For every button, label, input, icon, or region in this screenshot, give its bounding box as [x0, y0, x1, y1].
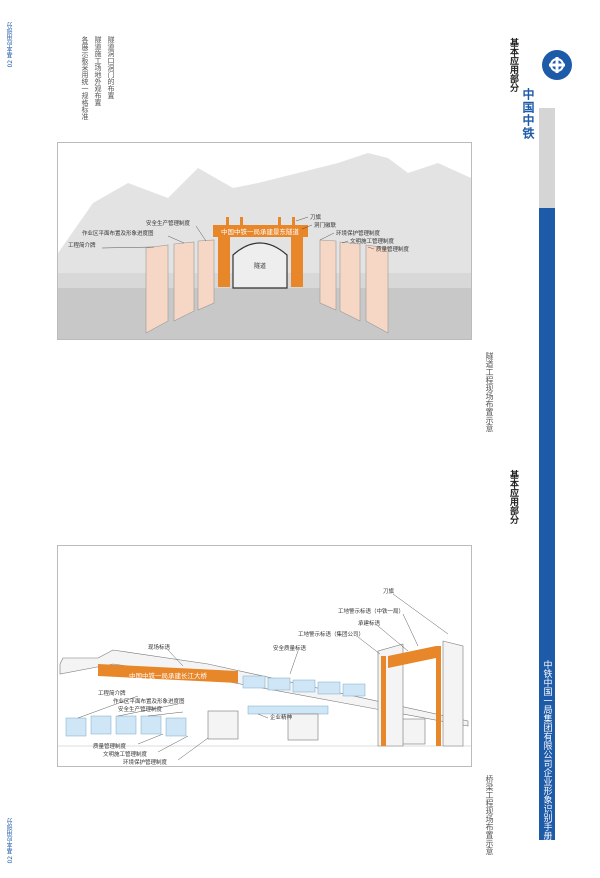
page-edge-top: 02 基本应用部分	[7, 22, 14, 68]
page-edge-bottom: 02 基本应用部分	[7, 818, 14, 864]
tunnel-illustration: 中国中铁一局承建景东隧道 隧道 安全生产管理制度 作业区平面布置及形象进度图 工…	[57, 142, 472, 340]
section1-notes: 隧道洞口洞门的布置 隧道施工场地外观布置 各展示板采用统一规格标准	[80, 36, 116, 120]
label-env: 环境保护管理制度	[336, 229, 381, 237]
label-sign1: 工地警示标语（中铁一局）	[338, 607, 404, 615]
label-culture: 企业精神	[270, 713, 293, 721]
bridge-banner	[98, 664, 238, 683]
label-sign2: 工地警示标语（集团公司）	[298, 630, 364, 638]
label-safety: 安全生产管理制度	[118, 705, 163, 713]
label-plan: 作业区平面布置及形象进度图	[82, 229, 154, 237]
logo-text: 中国中铁	[521, 88, 535, 140]
ground-shape	[58, 288, 471, 339]
bridge-banner-text: 中国中铁一局承建长江大桥	[129, 671, 208, 680]
crcc-logo-icon	[540, 48, 574, 86]
culture-panel	[247, 705, 329, 715]
right-boards	[319, 239, 389, 334]
label-intro: 工程简介牌	[98, 689, 126, 697]
label-flag: 刀旗	[310, 213, 322, 221]
section1-title: 基本应用部分	[508, 38, 518, 92]
bridge-piers	[207, 710, 426, 745]
label-quality: 质量管理制度	[376, 245, 410, 253]
left-boards	[145, 239, 215, 334]
label-builder: 承建标语	[358, 619, 381, 627]
label-env: 环境保护管理制度	[123, 758, 168, 766]
label-intro: 工程简介牌	[68, 241, 96, 249]
label-quality: 质量管理制度	[93, 742, 127, 750]
label-plan: 作业区平面布置及形象进度图	[113, 697, 185, 705]
bridge-illustration: 中国中铁一局承建长江大桥	[57, 545, 472, 767]
label-slogan: 现场标语	[148, 643, 171, 651]
bridge-slogan-panels	[242, 675, 366, 697]
mountain-shape	[58, 153, 471, 273]
section1-caption: 隧道工程现场布置示意	[485, 352, 494, 432]
note-line: 各展示板采用统一规格标准	[81, 36, 89, 120]
label-safety-quality: 安全质量标语	[273, 644, 307, 652]
tunnel-portal-label: 隧道	[254, 262, 266, 270]
label-civil: 文明施工管理制度	[103, 750, 148, 758]
section2-caption: 桥梁工程现场布置示意	[485, 775, 494, 855]
tunnel-arch-title: 中国中铁一局承建景东隧道	[221, 227, 300, 236]
bridge-tower	[377, 640, 464, 747]
tunnel-arch-banner	[213, 225, 308, 237]
brand-strip-blue	[539, 208, 555, 840]
brand-strip-text: 中铁中国一局集团有限公司企业形象识别手册	[541, 660, 552, 840]
label-civil: 文明施工管理制度	[350, 237, 395, 245]
bridge-boards	[65, 715, 187, 737]
note-line: 隧道洞口洞门的布置	[107, 36, 115, 99]
note-line: 隧道施工场地外观布置	[94, 36, 102, 106]
tunnel-portal	[232, 242, 288, 289]
label-flag: 刀旗	[383, 587, 395, 595]
tunnel-flags	[226, 217, 295, 226]
section2-title: 基本应用部分	[508, 470, 518, 524]
brand-strip-gray	[539, 108, 555, 208]
label-logo: 洞门徽联	[314, 221, 337, 229]
label-safety: 安全生产管理制度	[146, 219, 191, 227]
